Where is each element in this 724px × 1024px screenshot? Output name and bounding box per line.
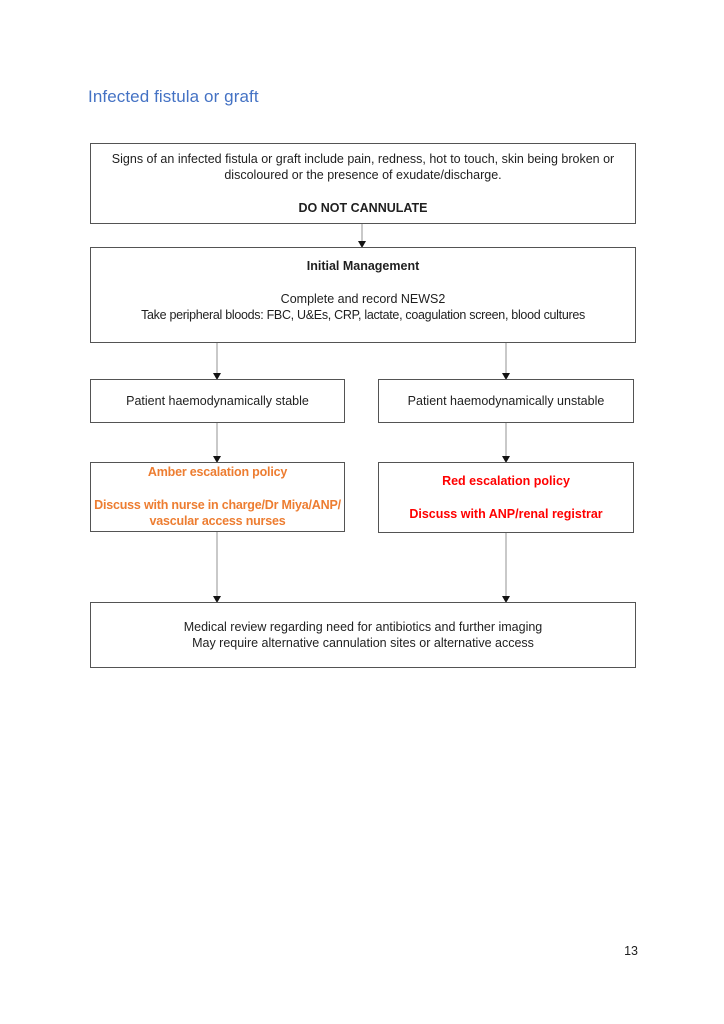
stable-label: Patient haemodynamically stable xyxy=(126,393,309,408)
red-escalation-title: Red escalation policy xyxy=(442,474,570,488)
do-not-cannulate-warning: DO NOT CANNULATE xyxy=(298,200,428,215)
arrow-line xyxy=(505,423,507,457)
arrow-line xyxy=(505,533,507,597)
flow-box-stable: Patient haemodynamically stable xyxy=(90,379,345,423)
arrow-head-icon xyxy=(502,456,510,463)
unstable-label: Patient haemodynamically unstable xyxy=(407,393,605,408)
outcome-line2: May require alternative cannulation site… xyxy=(192,636,534,650)
arrow-head-icon xyxy=(502,373,510,380)
flow-box-signs: Signs of an infected fistula or graft in… xyxy=(90,143,636,224)
amber-escalation-title: Amber escalation policy xyxy=(147,465,288,480)
flow-box-amber-escalation: Amber escalation policy Discuss with nur… xyxy=(90,462,345,532)
flow-box-red-escalation: Red escalation policy Discuss with ANP/r… xyxy=(378,462,634,533)
arrow-head-icon xyxy=(358,241,366,248)
initial-management-title: Initial Management xyxy=(306,259,420,273)
connector-arrow-amber-to-outcome xyxy=(212,532,222,603)
arrow-head-icon xyxy=(502,596,510,603)
connector-arrow-initial-to-stable xyxy=(212,343,222,380)
arrow-line xyxy=(361,224,363,242)
flow-box-unstable: Patient haemodynamically unstable xyxy=(378,379,634,423)
flow-box-outcome: Medical review regarding need for antibi… xyxy=(90,602,636,668)
amber-escalation-body-line1: Discuss with nurse in charge/Dr Miya/ANP… xyxy=(94,497,341,512)
arrow-line xyxy=(505,343,507,374)
connector-arrow-stable-to-amber xyxy=(212,423,222,463)
arrow-line xyxy=(216,423,218,457)
arrow-head-icon xyxy=(213,456,221,463)
page-title: Infected fistula or graft xyxy=(88,87,259,106)
connector-arrow-signs-to-initial xyxy=(357,224,367,248)
initial-management-line1: Complete and record NEWS2 xyxy=(280,291,446,306)
outcome-line1: Medical review regarding need for antibi… xyxy=(183,619,543,634)
arrow-head-icon xyxy=(213,373,221,380)
connector-arrow-unstable-to-red xyxy=(501,423,511,463)
arrow-head-icon xyxy=(213,596,221,603)
connector-arrow-red-to-outcome xyxy=(501,533,511,603)
arrow-line xyxy=(216,532,218,597)
page-number: 13 xyxy=(624,944,638,958)
initial-management-line2: Take peripheral bloods: FBC, U&Es, CRP, … xyxy=(141,308,585,322)
connector-arrow-initial-to-unstable xyxy=(501,343,511,380)
flow-box-initial-management: Initial Management Complete and record N… xyxy=(90,247,636,343)
red-escalation-body: Discuss with ANP/renal registrar xyxy=(409,506,603,521)
arrow-line xyxy=(216,343,218,374)
signs-text: Signs of an infected fistula or graft in… xyxy=(111,151,615,183)
amber-escalation-body-line2: vascular access nurses xyxy=(149,514,286,529)
